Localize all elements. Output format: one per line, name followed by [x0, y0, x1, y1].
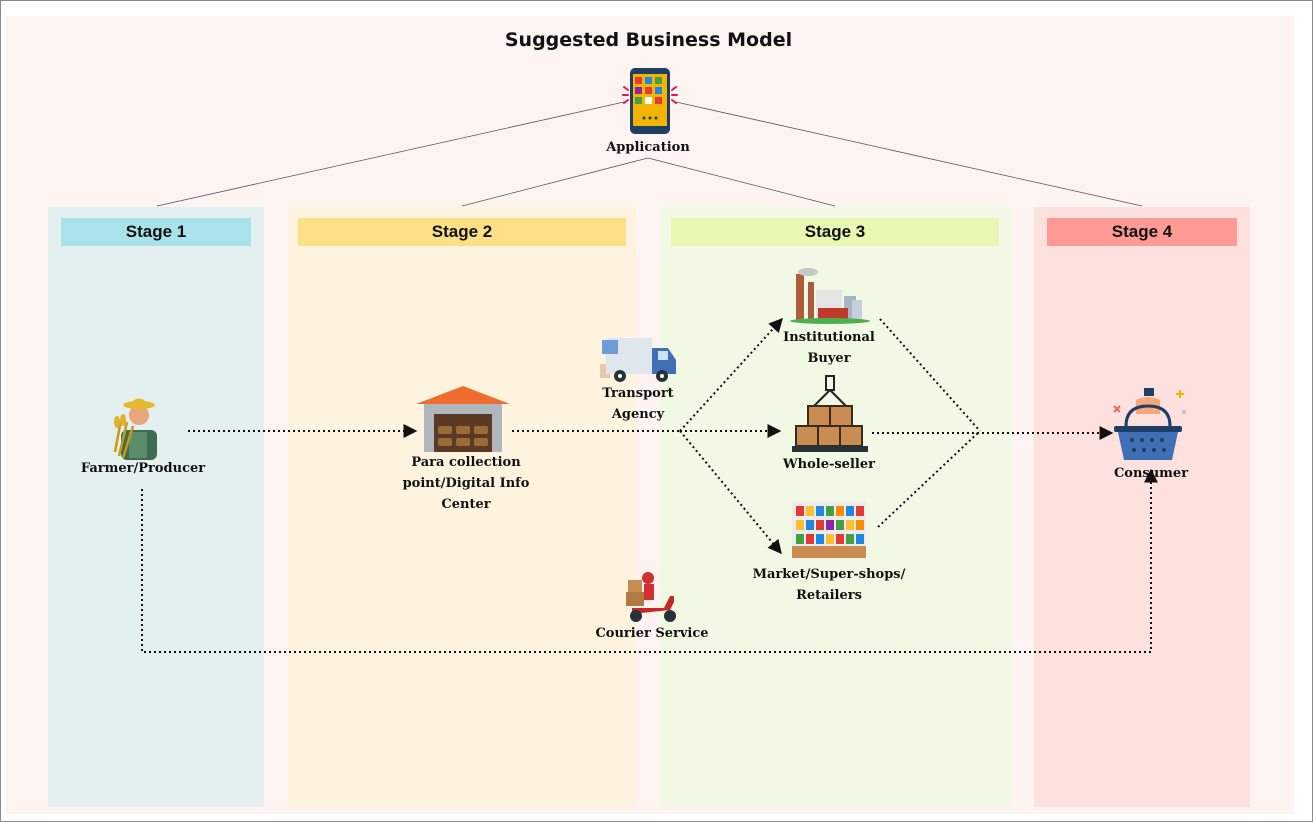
- courier-service-label: Courier Service: [595, 626, 709, 641]
- courier-direct-arrow: [141, 468, 1158, 653]
- market-to-join-line: [877, 430, 981, 528]
- consumer-label: Consumer: [1113, 466, 1189, 481]
- smartphone-app-icon: [622, 68, 678, 134]
- courier-scooter-icon: [626, 572, 676, 622]
- diagram-title: Suggested Business Model: [504, 29, 793, 51]
- shopping-basket-icon: [1113, 388, 1186, 460]
- application-links: [156, 101, 1143, 207]
- stage-4-header: Stage 4: [1047, 218, 1237, 246]
- hub-to-market-arrow: [679, 430, 782, 555]
- institutional-buyer-label: Institutional Buyer: [783, 330, 875, 366]
- institutional-to-join-line: [879, 318, 981, 432]
- flow-arrows: [141, 317, 1158, 653]
- boxes-crane-icon: [792, 375, 868, 452]
- farmer-icon: [113, 398, 157, 460]
- stage-1-header: Stage 1: [61, 218, 251, 246]
- transport-agency-label: Transport Agency: [602, 386, 674, 422]
- truck-icon: [600, 338, 676, 382]
- supermarket-shelf-icon: [792, 502, 866, 558]
- stage-2-header: Stage 2: [298, 218, 626, 246]
- application-label: Application: [606, 140, 690, 155]
- farmer-label: Farmer/Producer: [80, 461, 206, 476]
- market-retailers-label: Market/Super-shops/ Retailers: [752, 567, 906, 603]
- hub-to-institutional-arrow: [679, 317, 783, 432]
- stage-1-column: [48, 207, 264, 807]
- stage-2-column: [288, 207, 636, 807]
- stage-4-column: [1034, 207, 1250, 807]
- collection-point-label: Para collection point/Digital Info Cente…: [402, 455, 530, 512]
- whole-seller-label: Whole-seller: [783, 457, 875, 472]
- factory-icon: [790, 268, 870, 324]
- stage-3-header: Stage 3: [671, 218, 999, 246]
- warehouse-icon: [416, 386, 510, 452]
